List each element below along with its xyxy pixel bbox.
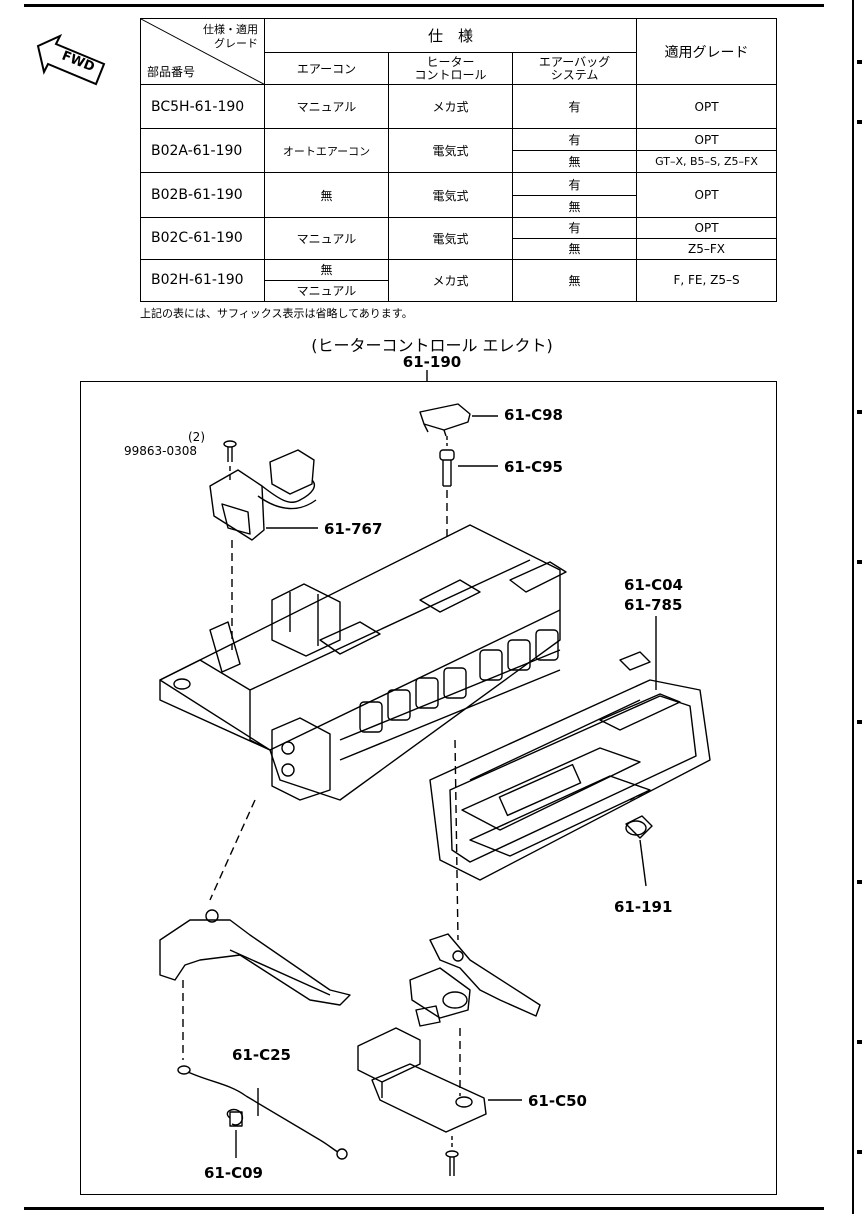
grade-cell: OPT (636, 216, 778, 239)
table-footnote: 上記の表には、サフィックス表示は省略してあります。 (140, 307, 413, 320)
heater-header: ヒーター コントロール (388, 52, 513, 86)
lower-left-bracket (159, 909, 351, 1006)
bottom-screw-part (445, 1150, 459, 1176)
label-screw-no: 99863-0308 (124, 444, 198, 458)
label-screw-qty: (2) (188, 430, 205, 444)
corner-header-cell: 仕様・適用 グレード 部品番号 (140, 17, 265, 86)
table-row: BC5H-61-190 マニュアル メカ式 有 OPT (140, 84, 778, 130)
part-code: BC5H-61-190 (140, 84, 265, 130)
wire-c25-part (177, 1065, 348, 1160)
label-767: 61-767 (324, 520, 383, 538)
clip-c09-part (226, 1108, 244, 1158)
label-785: 61-785 (624, 596, 683, 614)
grade-header: 適用グレード (636, 17, 778, 86)
heater-cell: 電気式 (388, 216, 513, 260)
grade-cell: Z5–FX (636, 237, 778, 260)
part-code: B02A-61-190 (140, 128, 265, 174)
table-row: マニュアル (141, 279, 777, 303)
cap-c98-part (419, 403, 498, 437)
grade-cell: OPT (636, 128, 778, 152)
airbag-cell: 無 (511, 258, 638, 303)
corner-bottom-label: 部品番号 (147, 65, 196, 80)
bracket-767-part (209, 449, 318, 541)
grade-cell: OPT (636, 84, 778, 130)
lower-right-bracket (409, 933, 541, 1027)
part-code: B02H-61-190 (140, 258, 265, 303)
heater-cell: メカ式 (388, 258, 513, 303)
corner-top-label: 仕様・適用 グレード (203, 23, 258, 50)
binding-edge (852, 0, 862, 1214)
label-c04: 61-C04 (624, 576, 683, 594)
screw-part (223, 440, 237, 462)
fwd-arrow-icon: FWD (36, 34, 106, 86)
top-rule (24, 4, 824, 7)
table-row: B02H-61-190 無 メカ式 無 F, FE, Z5–S (140, 258, 778, 303)
label-191: 61-191 (614, 898, 673, 916)
bezel-panel-c04 (429, 616, 711, 881)
aircon-cell: マニュアル (264, 279, 389, 303)
airbag-cell: 有 (511, 84, 638, 130)
label-c95: 61-C95 (504, 458, 563, 476)
table-row: B02C-61-190 マニュアル 電気式 有 OPT (140, 216, 778, 260)
actuator-c50-part (357, 1027, 522, 1133)
aircon-header: エアーコン (264, 52, 389, 86)
bottom-rule (24, 1207, 824, 1210)
label-c50: 61-C50 (528, 1092, 587, 1110)
airbag-header: エアーバッグ システム (511, 52, 638, 86)
aircon-cell: マニュアル (264, 84, 389, 130)
grade-cell: F, FE, Z5–S (636, 258, 778, 303)
heater-control-main-unit (159, 524, 567, 801)
label-c25: 61-C25 (232, 1046, 291, 1064)
spec-table: 仕様・適用 グレード 部品番号 仕 様 適用グレード エアーコン ヒーター コン… (140, 17, 778, 303)
label-c98: 61-C98 (504, 406, 563, 424)
spec-group-header: 仕 様 (263, 17, 638, 54)
diagram-title: (ヒーターコントロール エレクト) (311, 336, 553, 355)
diagram-frame (80, 381, 777, 1195)
pin-c95-part (439, 449, 498, 487)
aircon-cell: オートエアーコン (264, 128, 389, 174)
main-part-number: 61-190 (402, 353, 462, 371)
table-row: B02A-61-190 オートエアーコン 電気式 有 OPT (140, 128, 778, 174)
label-c09: 61-C09 (204, 1164, 263, 1182)
table-row: 無 Z5–FX (141, 237, 778, 260)
knob-191-part (625, 815, 653, 887)
aircon-cell: マニュアル (264, 216, 389, 260)
